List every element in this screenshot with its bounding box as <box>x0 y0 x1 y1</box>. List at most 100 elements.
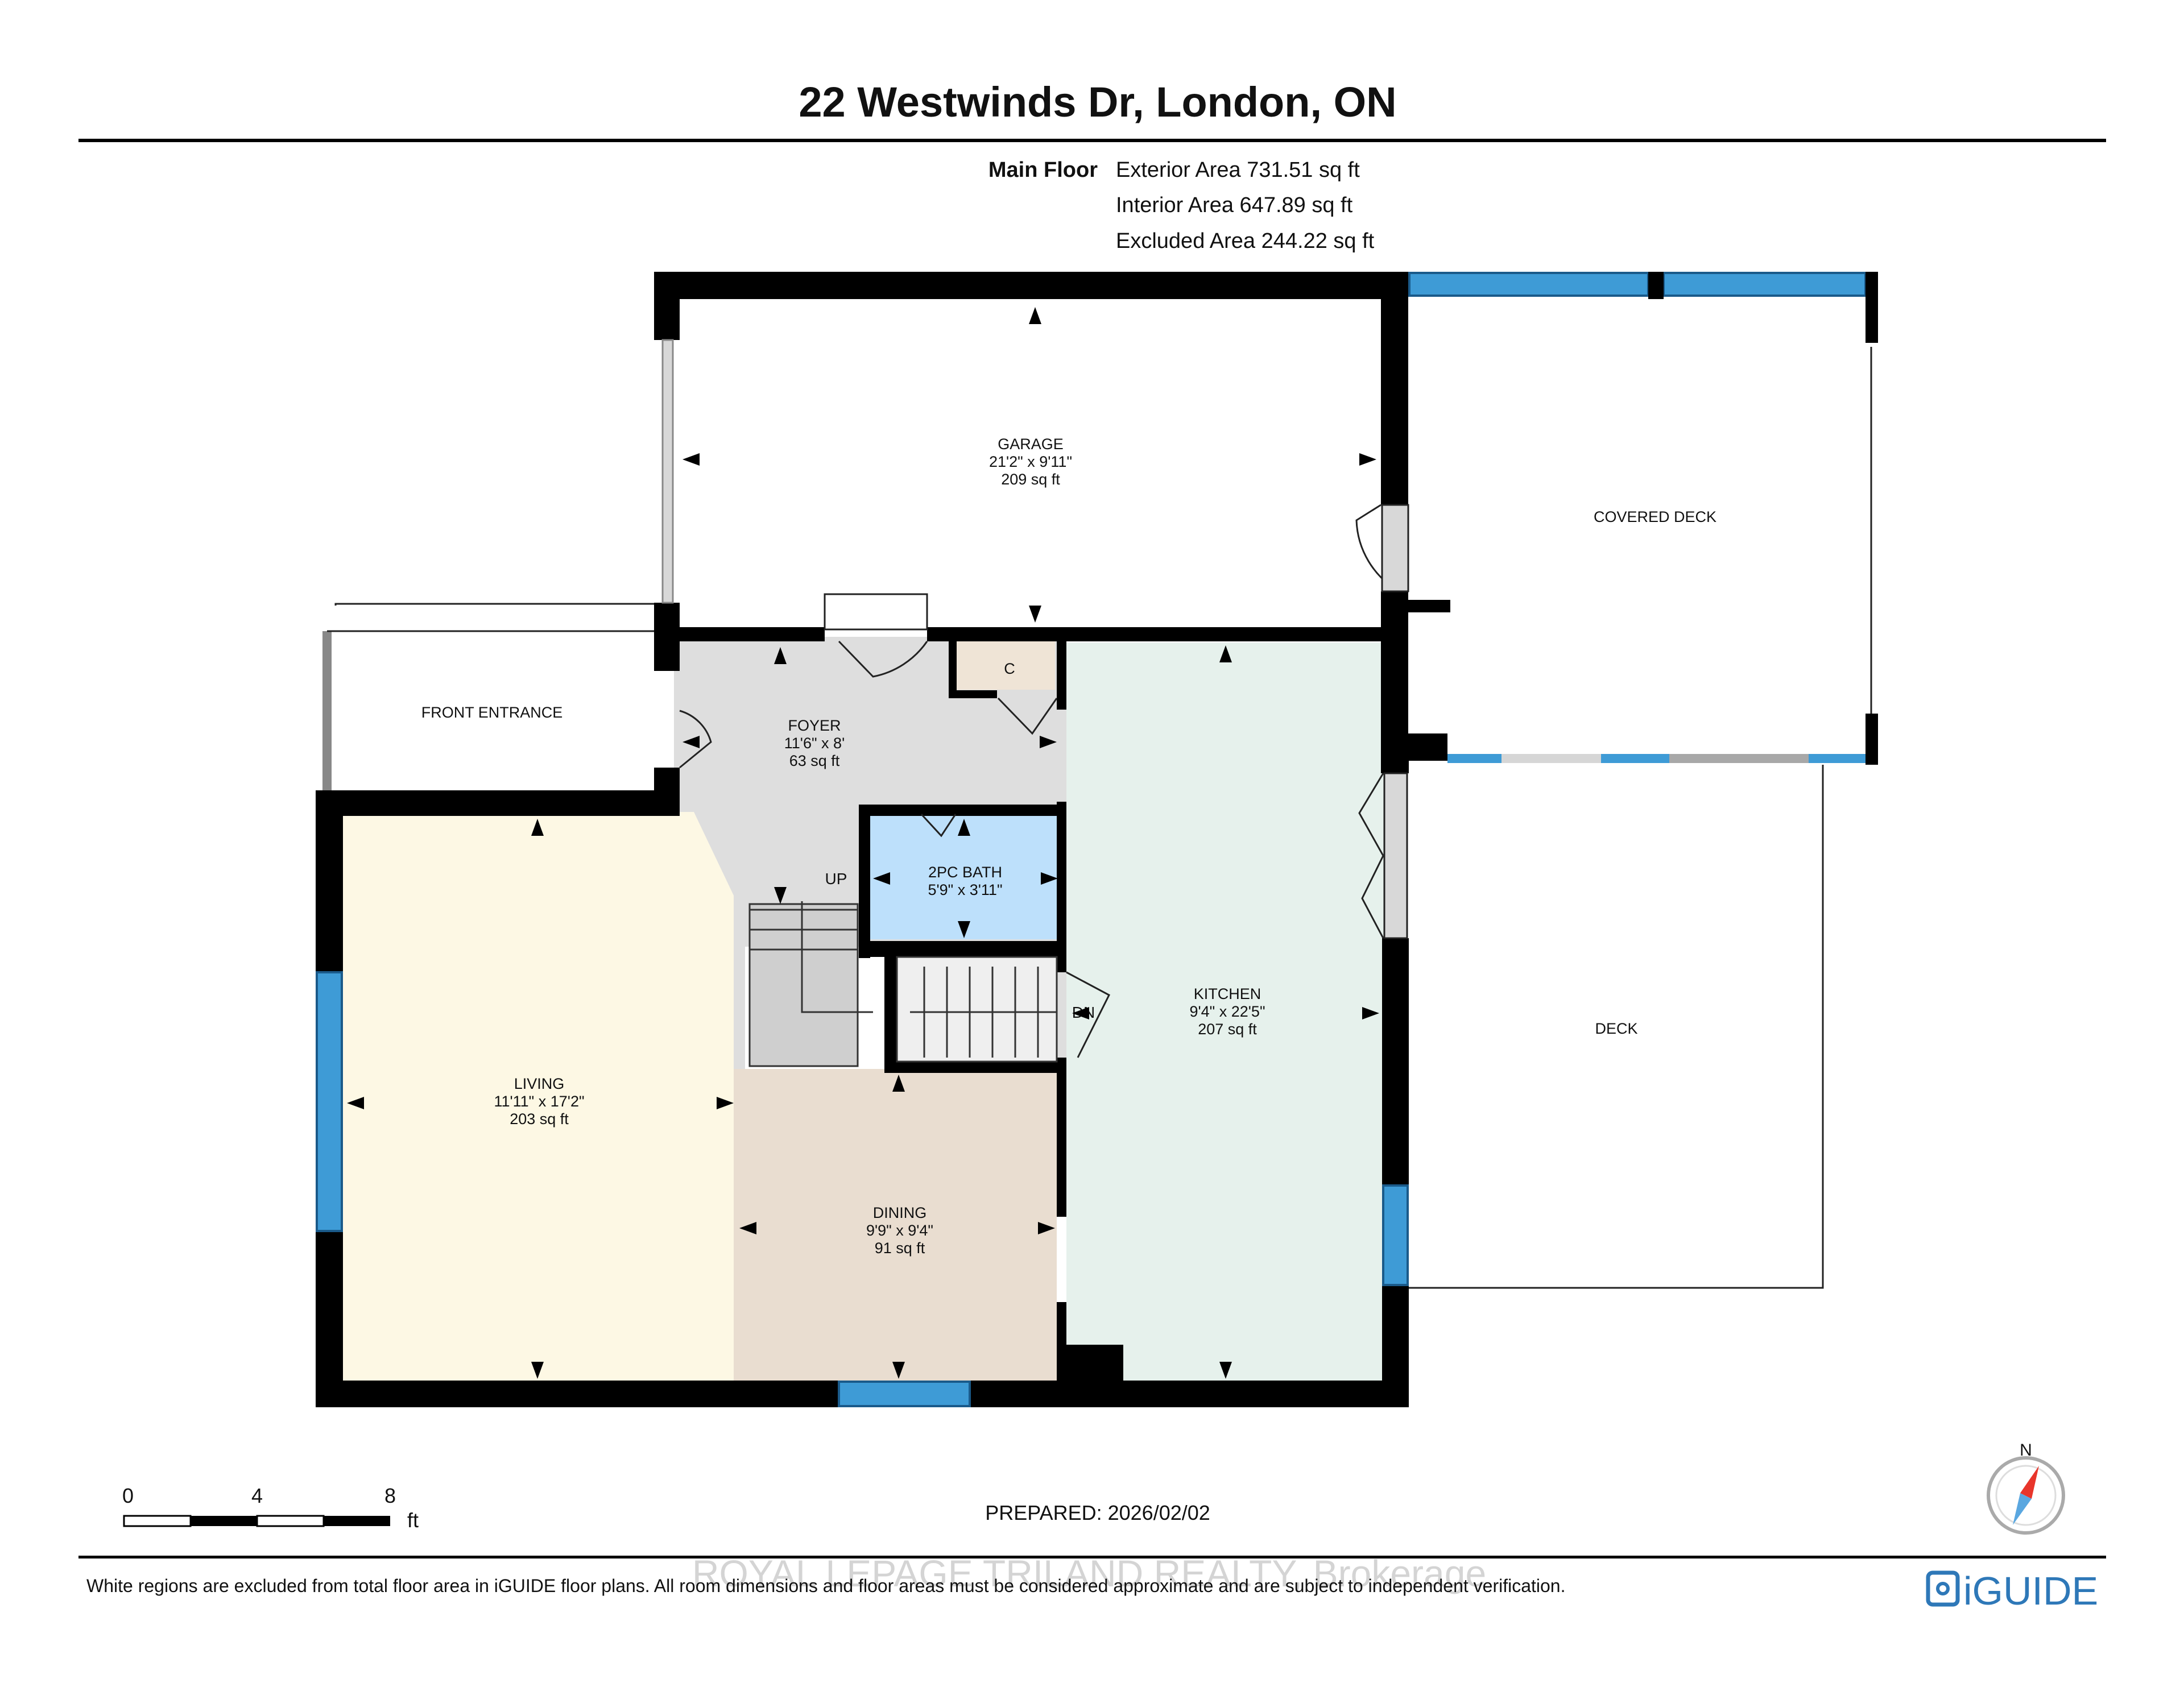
bath-wall-left <box>859 805 870 958</box>
footer-rule <box>78 1556 2106 1558</box>
bottom-wall-right <box>970 1381 1409 1407</box>
compass: N <box>1987 1441 2065 1535</box>
foyer-arrow-top <box>774 647 787 664</box>
scale-seg-3 <box>256 1515 325 1527</box>
iguide-logo-mark <box>1926 1570 1960 1607</box>
covered-deck-name: COVERED DECK <box>1594 508 1716 525</box>
garage-area: 209 sq ft <box>1001 471 1060 488</box>
living-arrow-top <box>531 819 544 836</box>
foyer-left-door <box>679 710 712 769</box>
closet-fill <box>956 641 1055 690</box>
iguide-logo-text: iGUIDE <box>1963 1569 2098 1613</box>
stair-wall-bottom <box>884 1062 1066 1073</box>
kitchen-arrow-left <box>1072 1007 1089 1019</box>
garage-wall-top <box>654 272 1408 299</box>
foyer-dims: 11'6" x 8' <box>784 735 845 752</box>
living-fill <box>343 812 734 1381</box>
kitchen-arrow-top <box>1219 645 1232 662</box>
stair-door <box>1066 971 1110 1058</box>
window-covered-deck-bottom-2 <box>1601 754 1669 763</box>
prepared-date: PREPARED: 2026/02/02 <box>985 1501 1210 1524</box>
window-covered-deck-bottom-3 <box>1809 754 1866 763</box>
foyer-arrow-right <box>1040 736 1057 748</box>
header-rule <box>78 139 2106 142</box>
closet-wall-bottom <box>949 690 997 698</box>
kitchen-arrow-bottom <box>1219 1362 1232 1379</box>
window-covered-deck-top-1 <box>1408 272 1649 297</box>
garage-arrow-bottom <box>1029 606 1041 623</box>
foyer-area: 63 sq ft <box>789 752 840 769</box>
bath-arrow-right <box>1041 872 1058 885</box>
kitchen-name: KITCHEN <box>1194 985 1261 1002</box>
floor-label: Main Floor <box>988 158 1098 182</box>
kitchen-arrow-right <box>1362 1007 1379 1019</box>
divider-garage-foyer-2 <box>927 627 1381 641</box>
kitchen-corner-block <box>1066 1345 1123 1390</box>
covered-deck-stub <box>1382 733 1447 761</box>
kitchen-wall-right-bottom <box>1382 1285 1409 1407</box>
scale-seg-1 <box>123 1515 192 1527</box>
closet-name: C <box>1004 660 1015 677</box>
bath-name: 2PC BATH <box>928 864 1002 881</box>
bottom-wall-left <box>316 1381 839 1407</box>
bath-wall-top <box>859 805 1061 816</box>
deck-name: DECK <box>1595 1020 1637 1037</box>
dining-arrow-top <box>892 1075 905 1092</box>
footer-disclaimer: White regions are excluded from total fl… <box>86 1576 1565 1596</box>
closet-wall-left <box>949 641 957 698</box>
stairs-up-box <box>748 903 859 1067</box>
garage-side-door-panel <box>1381 504 1409 592</box>
dining-fill <box>734 1069 1057 1381</box>
dimension-arrows <box>347 307 1379 1379</box>
bath-arrow-left <box>873 872 890 885</box>
living-wall-top <box>323 790 680 816</box>
walls <box>316 272 1450 1407</box>
closet-door <box>997 697 1058 735</box>
stairs <box>748 901 1058 1067</box>
dining-arrow-right <box>1038 1222 1055 1234</box>
window-living-left <box>316 971 343 1232</box>
scale-tick-4: 4 <box>251 1484 263 1507</box>
window-covered-deck-bottom-1 <box>1447 754 1502 763</box>
kitchen-wall-right-mid <box>1382 938 1409 1186</box>
room-labels: GARAGE 21'2" x 9'11" 209 sq ft COVERED D… <box>421 436 1716 1257</box>
excluded-area: Excluded Area 244.22 sq ft <box>1116 229 1375 253</box>
kitchen-wall-left-low <box>1057 1058 1066 1217</box>
living-arrow-bottom <box>531 1362 544 1379</box>
kitchen-wall-left-top <box>1057 641 1066 710</box>
living-arrow-right <box>717 1097 734 1109</box>
dining-name: DINING <box>873 1204 927 1221</box>
garage-arrow-top <box>1029 307 1041 324</box>
footer-watermark: ROYAL LEPAGE TRILAND REALTY, Brokerage <box>692 1552 1486 1594</box>
plan-title: 22 Westwinds Dr, London, ON <box>799 78 1396 126</box>
living-name: LIVING <box>514 1075 565 1092</box>
divider-garage-foyer-1 <box>654 627 825 641</box>
doors <box>679 504 1409 1058</box>
garage-arrow-right <box>1359 453 1376 466</box>
bath-dims: 5'9" x 3'11" <box>928 881 1002 898</box>
excluded-outlines <box>322 347 1872 1289</box>
bath-arrow-bottom <box>958 921 970 938</box>
living-area: 203 sq ft <box>510 1110 569 1128</box>
scale-seg-4 <box>324 1516 390 1526</box>
scale-tick-0: 0 <box>122 1484 134 1507</box>
windows <box>316 272 1878 1407</box>
dining-arrow-left <box>739 1222 756 1234</box>
garage-wall-right-top <box>1381 272 1408 505</box>
living-wall-left-bottom <box>316 1231 343 1407</box>
foyer-arrow-left <box>682 736 700 748</box>
kitchen-fill <box>1066 643 1385 1381</box>
garage-stub <box>1381 600 1450 612</box>
kitchen-dims: 9'4" x 22'5" <box>1189 1003 1265 1020</box>
compass-needle-south <box>2013 1493 2032 1525</box>
window-covered-deck-top-2 <box>1662 272 1867 297</box>
stairs-up-arrow-path <box>801 901 873 1013</box>
kitchen-area: 207 sq ft <box>1198 1021 1257 1038</box>
garage-left-window <box>661 339 674 604</box>
garage-entry-door-frame <box>824 593 928 631</box>
front-entrance-outline <box>334 603 654 606</box>
exterior-area: Exterior Area 731.51 sq ft <box>1116 158 1360 182</box>
living-arrow-left <box>347 1097 364 1109</box>
interior-area: Interior Area 647.89 sq ft <box>1116 193 1353 217</box>
